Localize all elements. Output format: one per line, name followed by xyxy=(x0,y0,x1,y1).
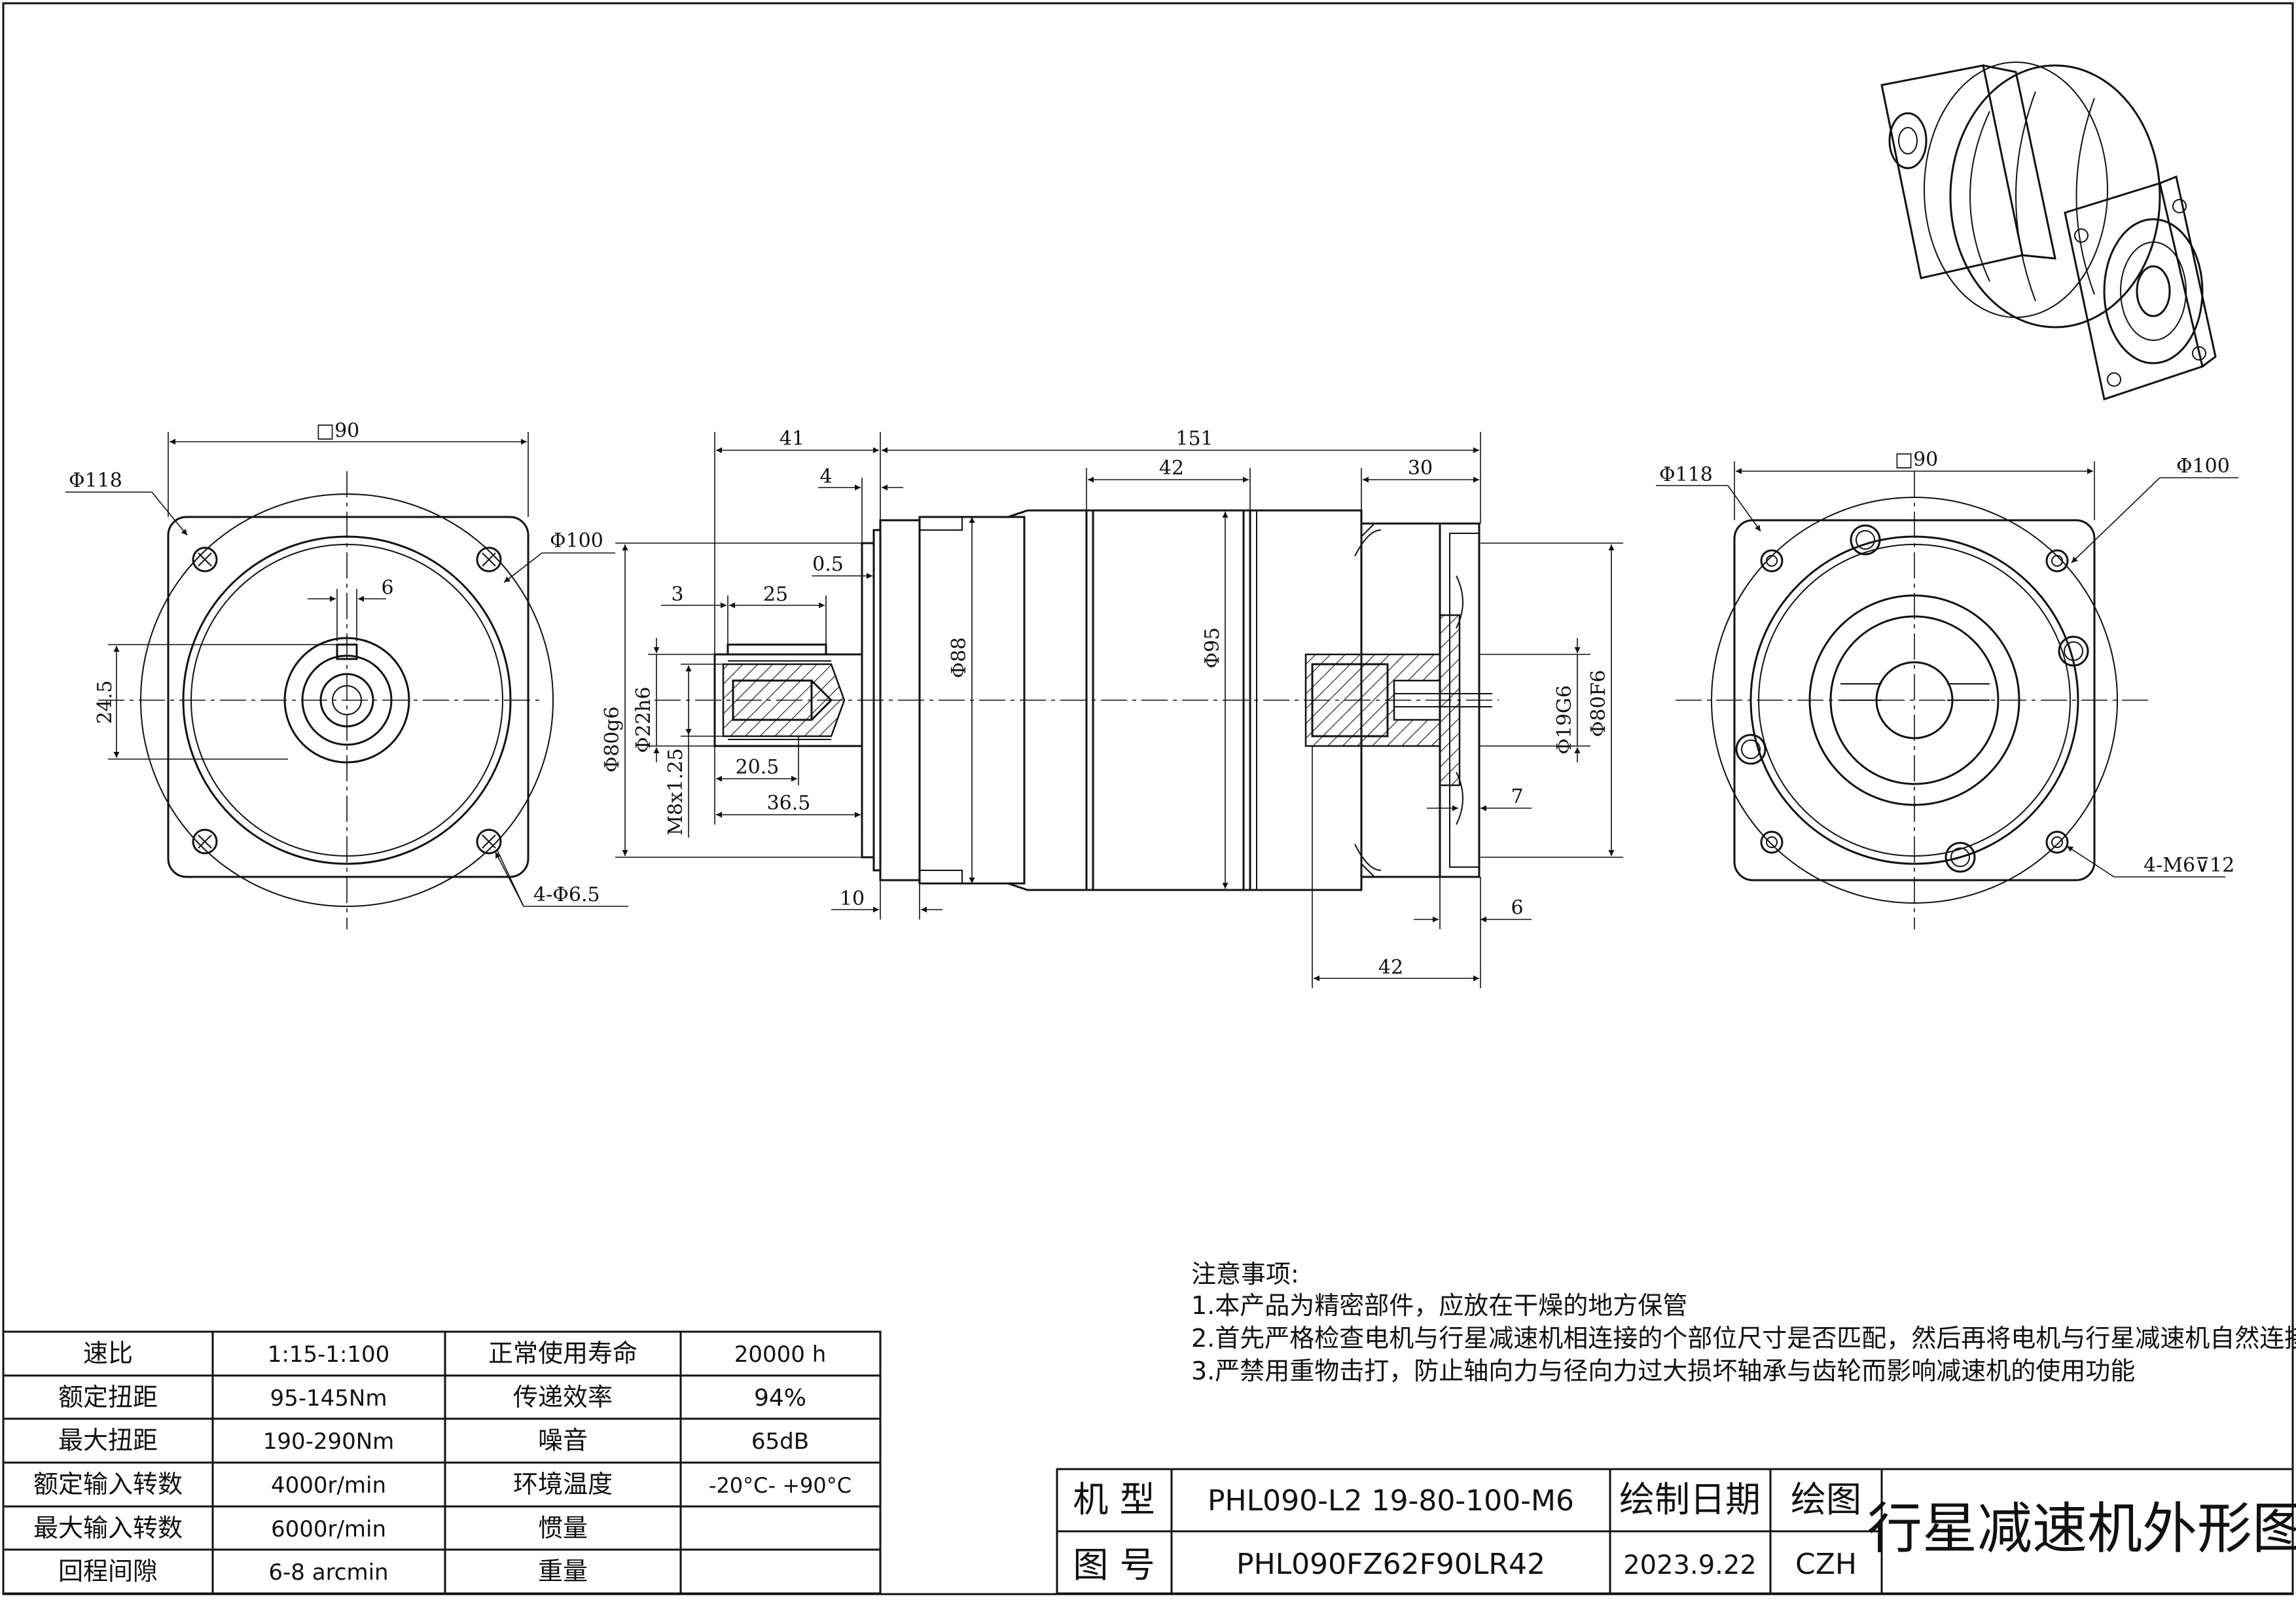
dim-key-offset: 3 xyxy=(671,583,683,606)
dim-phi80g6: Φ80g6 xyxy=(601,706,624,772)
spec-cell: 94% xyxy=(754,1385,806,1412)
dim-left-phi118: Φ118 xyxy=(69,469,122,492)
front-view-input: □90 Φ118 Φ100 4-M6⊽12 xyxy=(1656,448,2238,929)
dim-6: 6 xyxy=(1511,897,1523,919)
spec-cell: 额定扭距 xyxy=(58,1383,158,1412)
dim-bottom-42: 42 xyxy=(1378,956,1403,979)
iso-body xyxy=(1949,64,2161,329)
dim-right-square: □90 xyxy=(1895,448,1939,471)
spec-cell: 最大扭距 xyxy=(58,1426,158,1455)
spec-cell: 最大输入转数 xyxy=(33,1514,183,1542)
mount-hole xyxy=(1760,549,1784,573)
spec-cell: 传递效率 xyxy=(513,1383,613,1412)
spec-cell: 噪音 xyxy=(538,1426,588,1455)
mount-hole xyxy=(476,546,502,573)
thread-section xyxy=(722,663,846,738)
clamp-screw xyxy=(1850,524,1881,556)
spec-cell: 95-145Nm xyxy=(270,1385,387,1412)
dim-thread-depth: 20.5 xyxy=(736,756,780,779)
spec-cell: 回程间隙 xyxy=(58,1557,158,1586)
dim-gap: 0.5 xyxy=(812,553,844,576)
dim-total-len: 151 xyxy=(1175,427,1213,450)
spec-cell: 惯量 xyxy=(538,1514,588,1542)
date-value: 2023.9.22 xyxy=(1623,1550,1757,1580)
front-view-output: □90 Φ118 Φ100 6 24.5 4-Φ6.5 xyxy=(65,419,628,929)
spec-cell: 1:15-1:100 xyxy=(268,1342,390,1368)
spec-cell: 6-8 arcmin xyxy=(268,1559,388,1586)
dim-flange-thick: 10 xyxy=(840,887,865,910)
dim-phi95: Φ95 xyxy=(1201,628,1224,669)
spec-cell: 额定输入转数 xyxy=(33,1470,183,1499)
clamp-screw xyxy=(2058,635,2089,667)
side-view: 41 151 4 42 30 0.5 3 25 20.5 36.5 xyxy=(601,427,1623,988)
dim-shoulder: 4 xyxy=(819,465,832,488)
flange-square xyxy=(167,516,529,878)
mount-hole xyxy=(192,546,218,573)
dim-phi88: Φ88 xyxy=(948,637,971,679)
spec-cell: 速比 xyxy=(83,1339,133,1368)
dim-adapter-len: 30 xyxy=(1408,457,1433,480)
dim-shaft-len: 36.5 xyxy=(767,792,811,815)
mount-hole xyxy=(1760,830,1784,854)
spec-cell: 正常使用寿命 xyxy=(488,1339,637,1368)
clamp-screw xyxy=(1735,734,1767,765)
mount-hole xyxy=(2045,830,2069,854)
drawer-value: CZH xyxy=(1795,1548,1857,1581)
dim-left-key-height: 24.5 xyxy=(94,681,117,724)
spec-cell: 65dB xyxy=(751,1429,809,1455)
model-label: 机 型 xyxy=(1073,1479,1155,1520)
drawing-no-value: PHL090FZ62F90LR42 xyxy=(1236,1548,1545,1581)
spec-cell: -20°C- +90°C xyxy=(709,1473,852,1498)
date-label: 绘制日期 xyxy=(1619,1479,1761,1520)
note-item: 3.严禁用重物击打，防止轴向力与径向力过大损坏轴承与齿轮而影响减速机的使用功能 xyxy=(1191,1357,2135,1385)
note-item: 2.首先严格检查电机与行星减速机相连接的个部位尺寸是否匹配，然后再将电机与行星减… xyxy=(1191,1324,2296,1353)
dim-right-phi100: Φ100 xyxy=(2176,455,2230,478)
spec-cell: 4000r/min xyxy=(271,1472,386,1499)
spec-table: 速比 1:15-1:100 正常使用寿命 20000 h 额定扭距 95-145… xyxy=(2,1330,882,1595)
drawing-no-label: 图 号 xyxy=(1073,1544,1155,1586)
note-item: 1.本产品为精密部件，应放在干燥的地方保管 xyxy=(1191,1291,1687,1320)
dim-7: 7 xyxy=(1511,785,1523,808)
input-bore-section xyxy=(1304,653,1441,747)
isometric-view xyxy=(1880,62,2217,400)
dim-right-holes: 4-M6⊽12 xyxy=(2144,854,2234,877)
mount-hole xyxy=(2045,549,2069,573)
dim-left-key-width: 6 xyxy=(381,577,393,599)
drawer-label: 绘图 xyxy=(1791,1479,1861,1520)
dim-right-phi118: Φ118 xyxy=(1659,463,1713,486)
mount-hole xyxy=(476,828,502,855)
spec-cell: 20000 h xyxy=(734,1342,827,1368)
clamp-screw xyxy=(1945,842,1976,873)
dim-phi22h6: Φ22h6 xyxy=(632,686,655,753)
model-value: PHL090-L2 19-80-100-M6 xyxy=(1208,1484,1574,1518)
mount-hole xyxy=(192,828,218,855)
iso-input-flange xyxy=(2064,182,2204,400)
spec-cell: 环境温度 xyxy=(513,1470,613,1499)
spec-cell: 重量 xyxy=(538,1557,588,1586)
dim-left-phi100: Φ100 xyxy=(550,529,603,552)
drawing-title: 行星减速机外形图 xyxy=(1867,1497,2296,1561)
dim-body-len: 42 xyxy=(1159,457,1184,480)
title-block: 机 型 PHL090-L2 19-80-100-M6 绘制日期 绘图 图 号 P… xyxy=(1056,1468,2296,1595)
notes-block: 注意事项: 1.本产品为精密部件，应放在干燥的地方保管 2.首先严格检查电机与行… xyxy=(1191,1260,2296,1385)
spec-cell: 190-290Nm xyxy=(263,1429,395,1455)
dim-left-square: □90 xyxy=(316,419,360,442)
dim-phi80f6: Φ80F6 xyxy=(1587,670,1610,738)
dim-left-holes: 4-Φ6.5 xyxy=(533,883,600,906)
shaft-key xyxy=(726,643,827,656)
notes-title: 注意事项: xyxy=(1191,1260,1299,1289)
dim-thread: M8x1.25 xyxy=(664,748,687,836)
spec-cell: 6000r/min xyxy=(271,1516,386,1542)
dim-flange-len: 41 xyxy=(780,427,804,450)
dim-phi19g6: Φ19G6 xyxy=(1553,685,1576,755)
dim-key-len: 25 xyxy=(763,583,788,606)
